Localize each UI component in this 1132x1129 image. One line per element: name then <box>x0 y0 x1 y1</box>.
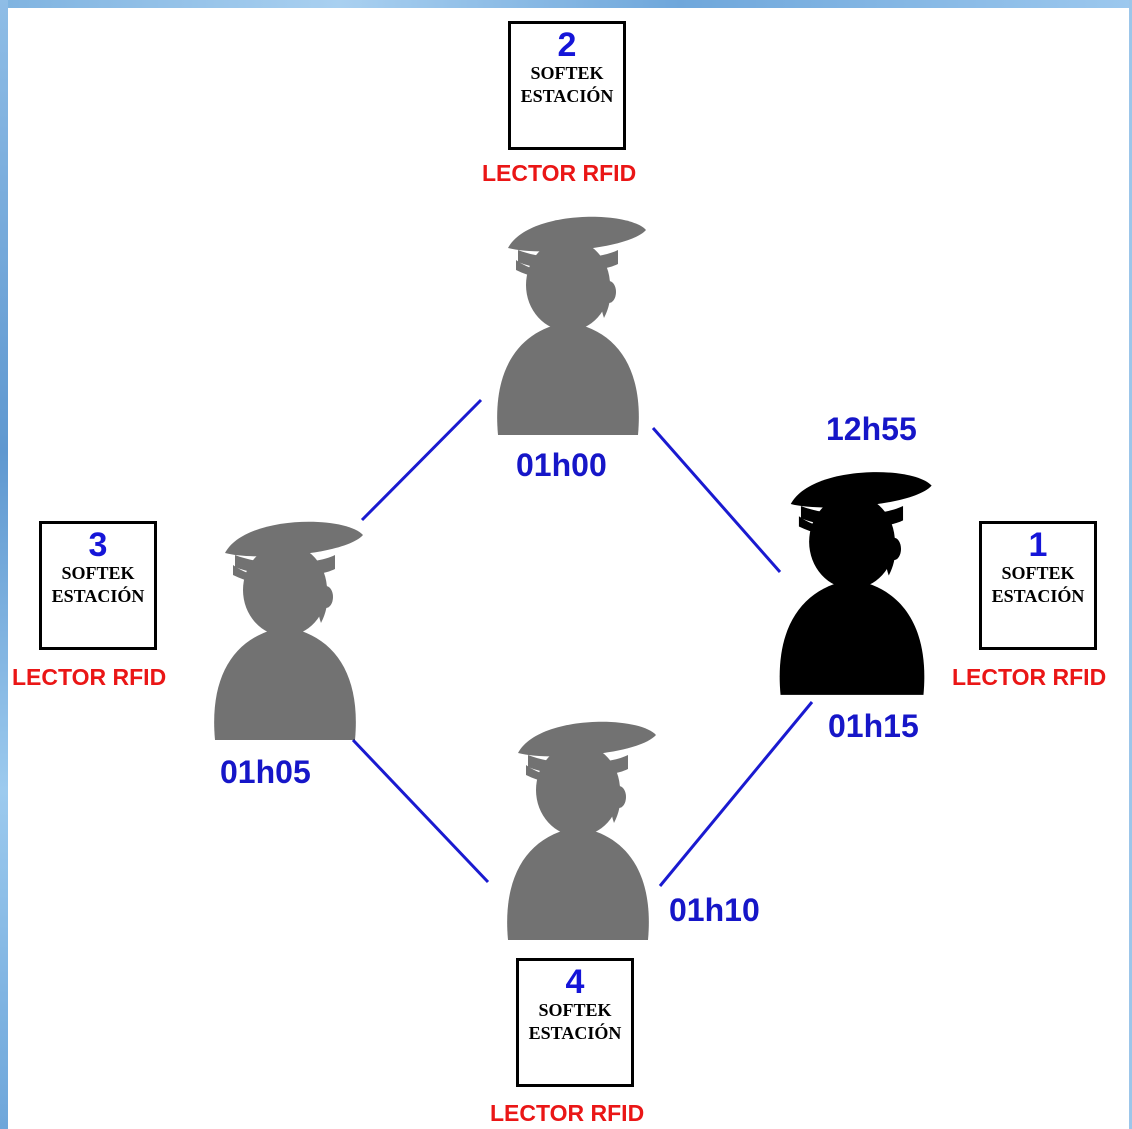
time-start-label: 12h55 <box>826 411 917 447</box>
guard-right-active <box>779 472 932 695</box>
station-brand: SOFTEK <box>61 563 135 583</box>
station-label: ESTACIÓN <box>51 586 145 606</box>
station-2-box: 2 SOFTEK ESTACIÓN <box>508 21 626 150</box>
route-line-top-left <box>360 398 483 522</box>
station-label: ESTACIÓN <box>520 86 614 106</box>
station-1-reader-label: LECTOR RFID <box>952 664 1107 690</box>
station-label: ESTACIÓN <box>991 586 1085 606</box>
station-2-reader-label: LECTOR RFID <box>482 160 637 186</box>
station-1-box: 1 SOFTEK ESTACIÓN <box>979 521 1097 650</box>
guard-left <box>214 521 363 740</box>
station-number: 2 <box>557 26 577 64</box>
station-4-box: 4 SOFTEK ESTACIÓN <box>516 958 634 1087</box>
route-line-bottom-right <box>658 701 814 887</box>
frame-right-border <box>1129 0 1132 1129</box>
guard-top <box>497 216 646 435</box>
station-3-box: 3 SOFTEK ESTACIÓN <box>39 521 157 650</box>
route-line-left-bottom <box>351 738 490 884</box>
station-number: 1 <box>1028 526 1048 564</box>
guard-bottom <box>507 721 656 940</box>
station-brand: SOFTEK <box>538 1000 612 1020</box>
station-3-reader-label: LECTOR RFID <box>12 664 167 690</box>
route-line-top-right <box>651 427 782 573</box>
station-brand: SOFTEK <box>1001 563 1075 583</box>
route-lines <box>351 398 814 887</box>
station-4-reader-label: LECTOR RFID <box>490 1100 645 1126</box>
time-guard-right-label: 01h15 <box>828 708 919 744</box>
station-brand: SOFTEK <box>530 63 604 83</box>
frame-top-border <box>0 0 1132 8</box>
frame-left-border <box>0 0 8 1129</box>
time-guard-top-label: 01h00 <box>516 447 607 483</box>
time-guard-bottom-label: 01h10 <box>669 892 760 928</box>
station-number: 4 <box>565 963 585 1001</box>
time-guard-left-label: 01h05 <box>220 754 311 790</box>
station-label: ESTACIÓN <box>528 1023 622 1043</box>
station-number: 3 <box>88 526 108 564</box>
